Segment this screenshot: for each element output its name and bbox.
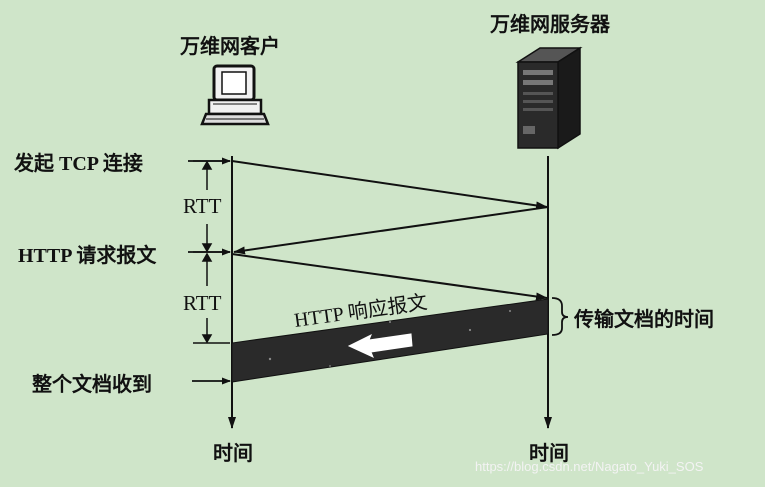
server-title: 万维网服务器 — [490, 14, 610, 36]
doc-received-label: 整个文档收到 — [32, 374, 152, 396]
rtt-bracket-2 — [193, 252, 230, 344]
transfer-time-brace — [551, 297, 569, 336]
transfer-time-label: 传输文档的时间 — [574, 309, 714, 331]
rtt-bracket-1 — [193, 160, 230, 253]
client-title: 万维网客户 — [180, 36, 280, 58]
rtt-label-1: RTT — [183, 194, 222, 218]
tcp-ack-arrow — [233, 206, 549, 255]
server-time-label: 时间 — [529, 443, 569, 465]
rtt-label-2: RTT — [183, 291, 222, 315]
http-request-arrow — [231, 253, 548, 301]
start-tcp-label: 发起 TCP 连接 — [14, 153, 143, 175]
client-time-label: 时间 — [213, 443, 253, 465]
response-direction-arrow — [347, 333, 413, 358]
server-icon — [515, 46, 583, 150]
computer-icon — [200, 64, 270, 126]
http-request-label: HTTP 请求报文 — [18, 245, 157, 267]
tcp-syn-arrow — [231, 160, 548, 210]
watermark: https://blog.csdn.net/Nagato_Yuki_SOS — [475, 459, 704, 474]
